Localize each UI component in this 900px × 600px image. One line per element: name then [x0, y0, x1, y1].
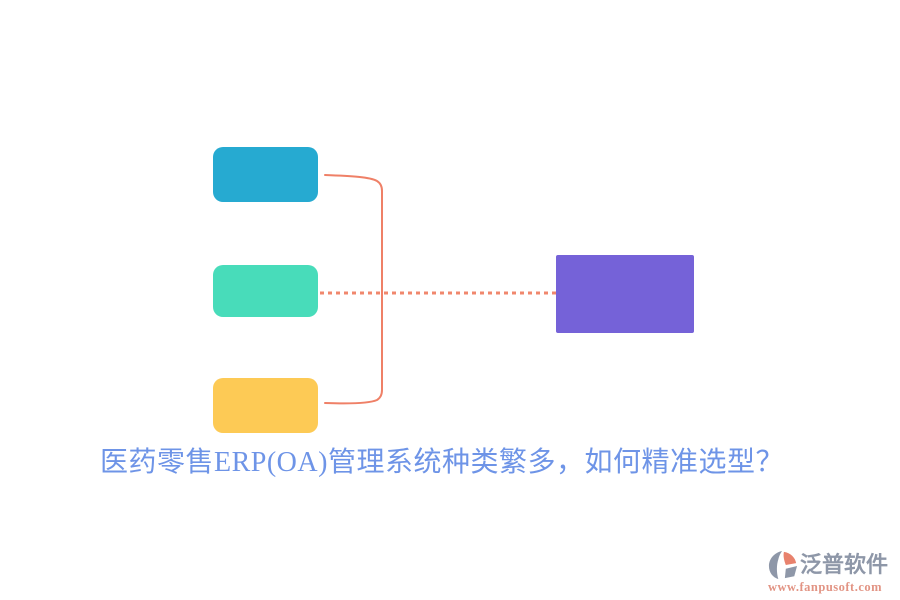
- brand-watermark: 泛普软件 www.fanpusoft.com: [768, 550, 888, 595]
- brand-url: www.fanpusoft.com: [768, 580, 883, 594]
- brand-name: 泛普软件: [800, 552, 889, 577]
- bracket-connector-line: [324, 174, 383, 405]
- topic-node-middle[interactable]: [213, 265, 318, 317]
- diagram-title: 医药零售ERP(OA)管理系统种类繁多，如何精准选型？: [100, 447, 784, 478]
- topic-node-bottom[interactable]: [213, 378, 318, 433]
- fanpu-logo-icon: [768, 550, 798, 580]
- topic-node-top[interactable]: [213, 147, 318, 202]
- main-node-right[interactable]: [556, 255, 694, 333]
